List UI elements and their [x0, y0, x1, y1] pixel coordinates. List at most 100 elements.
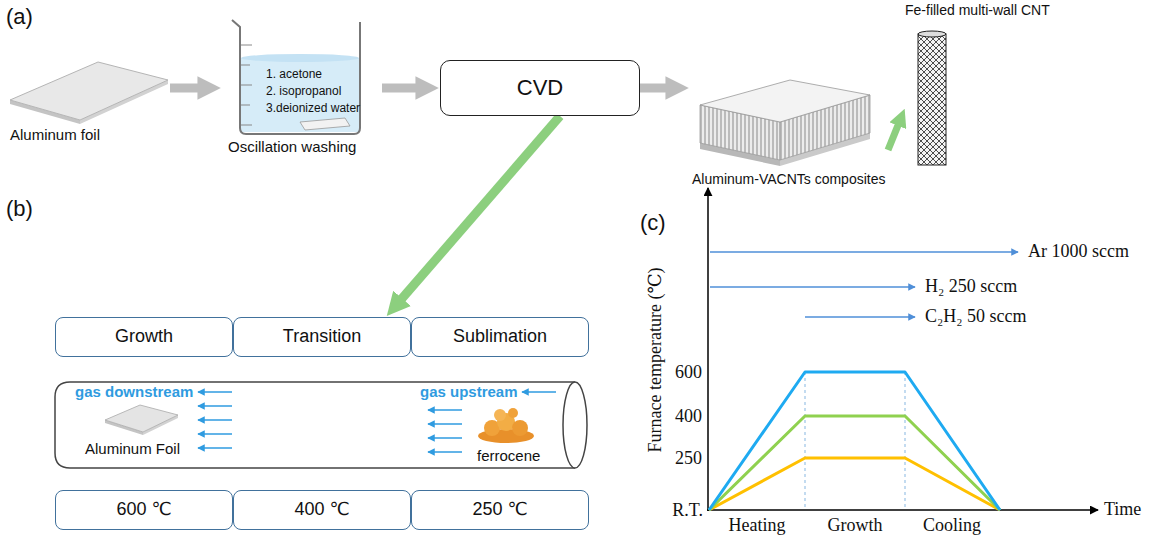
tick-label: R.T. — [672, 500, 703, 521]
sample-foil — [105, 405, 178, 435]
box-label: 250 ℃ — [472, 499, 527, 521]
chart-axes-part — [707, 188, 709, 511]
panel-letter: (a) — [6, 4, 33, 29]
temperature-curves-part — [709, 416, 1000, 510]
vacnt-composite-illustration-part — [700, 80, 870, 122]
furnace-tube — [55, 382, 587, 468]
ferrocene-powder-part — [512, 420, 528, 436]
flow-arrow — [640, 84, 667, 93]
washing-item: 1. acetone 2. isopropanol 3.deionized wate… — [222, 12, 382, 158]
gas-rate-label: Ar 1000 sccm — [1028, 241, 1129, 262]
box-label: Sublimation — [453, 326, 547, 348]
tick-label: 250 — [675, 448, 702, 469]
beaker-illustration — [232, 20, 360, 134]
zone-box: Transition — [233, 317, 411, 357]
gas-flow-lines-part — [805, 316, 915, 318]
part-label: Aluminum Foil — [85, 440, 180, 457]
gas-flow-arrows-part — [428, 423, 462, 425]
gas-flow-arrows-part — [198, 433, 232, 435]
gas-flow-arrows-part — [198, 391, 232, 393]
temperature-box: 400 ℃ — [233, 490, 411, 530]
zone-box: Sublimation — [411, 317, 589, 357]
ferrocene-powder-part — [494, 409, 506, 421]
aluminum-foil-illustration-part — [10, 62, 168, 120]
zone-box: Growth — [55, 317, 233, 357]
item-label: Aluminum foil — [10, 126, 100, 144]
cnt-tube-illustration — [918, 31, 946, 165]
flow-arrow — [170, 84, 199, 93]
box-label: 400 ℃ — [294, 499, 349, 521]
item-label: 2. isopropanol — [266, 84, 341, 98]
tick-label: 400 — [675, 406, 702, 427]
cnt-item: Fe-filled multi-wall CNT — [905, 2, 1065, 170]
phase-label: Heating — [729, 515, 786, 536]
phase-label: Cooling — [923, 515, 981, 536]
tick-label: 600 — [675, 362, 702, 383]
temperature-curves — [709, 372, 1000, 510]
furnace-tube-part — [55, 382, 575, 468]
ferrocene-powder-part — [508, 408, 518, 418]
temperature-box: 250 ℃ — [411, 490, 589, 530]
beaker-illustration-part — [300, 118, 350, 130]
cnt-tube-illustration-part — [918, 34, 946, 165]
furnace-tube-part — [563, 382, 587, 468]
beaker-illustration-part-part — [241, 85, 252, 86]
vacnt-composite-illustration — [700, 80, 870, 166]
gas-flow-arrows-part — [198, 419, 232, 421]
cnt-tube-illustration-part — [918, 31, 946, 37]
chart-axes — [707, 188, 1098, 511]
item-label: Oscillation washing — [228, 138, 356, 156]
gas-flow-arrows-part — [522, 391, 556, 393]
beaker-illustration-part — [241, 54, 359, 62]
item-label: 1. acetone — [266, 67, 322, 81]
gas-flow-lines-part — [710, 251, 1018, 253]
gas-flow-arrows-part — [198, 447, 232, 449]
phase-dividers — [805, 372, 905, 509]
beaker-illustration-part-part — [241, 125, 252, 126]
gas-flow-arrows-part — [198, 405, 232, 407]
item-label: Aluminum-VACNTs composites — [692, 171, 885, 188]
item-label: Fe-filled multi-wall CNT — [905, 2, 1050, 19]
gas-flow-lines-part — [710, 286, 915, 288]
gas-flow-arrows-part — [428, 451, 462, 453]
process-box: CVD — [440, 60, 640, 116]
phase-dividers-part — [804, 372, 805, 509]
phase-label: Growth — [828, 515, 883, 536]
beaker-illustration-part — [232, 20, 360, 134]
flow-arrow — [888, 125, 898, 150]
box-label: Growth — [115, 326, 173, 348]
part-label: ferrocene — [477, 447, 540, 464]
gas-rate-label: C₂H₂ 50 sccm — [925, 306, 1027, 327]
box-label: CVD — [517, 75, 563, 101]
beaker-illustration-part-part — [241, 65, 250, 66]
temperature-box: 600 ℃ — [55, 490, 233, 530]
gas-flow-arrows-part — [428, 409, 462, 411]
flow-arrow — [401, 116, 560, 299]
flow-arrow — [382, 84, 417, 93]
beaker-illustration-part-part — [241, 45, 252, 46]
composite-item: Aluminum-VACNTs composites — [690, 75, 888, 190]
chart-axes-part — [707, 509, 1098, 511]
panel-letter: (c) — [640, 210, 666, 235]
box-label: 600 ℃ — [116, 499, 171, 521]
panel-letter: (b) — [6, 196, 33, 221]
aluminum-foil-illustration — [10, 62, 168, 124]
gas-flow-arrows-part — [428, 437, 462, 439]
gas-flow-label: gas upstream — [420, 383, 518, 400]
ferrocene-powder — [478, 408, 534, 443]
phase-dividers-part — [904, 372, 905, 509]
item-label: 3.deionized water — [266, 101, 360, 115]
gas-flow-label: gas downstream — [75, 383, 193, 400]
gas-flow-arrows — [198, 392, 556, 452]
axis-title: Furnace temperature (℃) — [645, 267, 666, 452]
temperature-curves-part — [709, 372, 1000, 510]
beaker-illustration-part — [241, 58, 359, 132]
box-label: Transition — [283, 326, 361, 348]
beaker-illustration-part-part — [241, 105, 250, 106]
beaker-illustration-part — [241, 45, 252, 125]
gas-rate-label: H₂ 250 sccm — [925, 276, 1017, 297]
axis-title: Time — [1104, 499, 1141, 520]
